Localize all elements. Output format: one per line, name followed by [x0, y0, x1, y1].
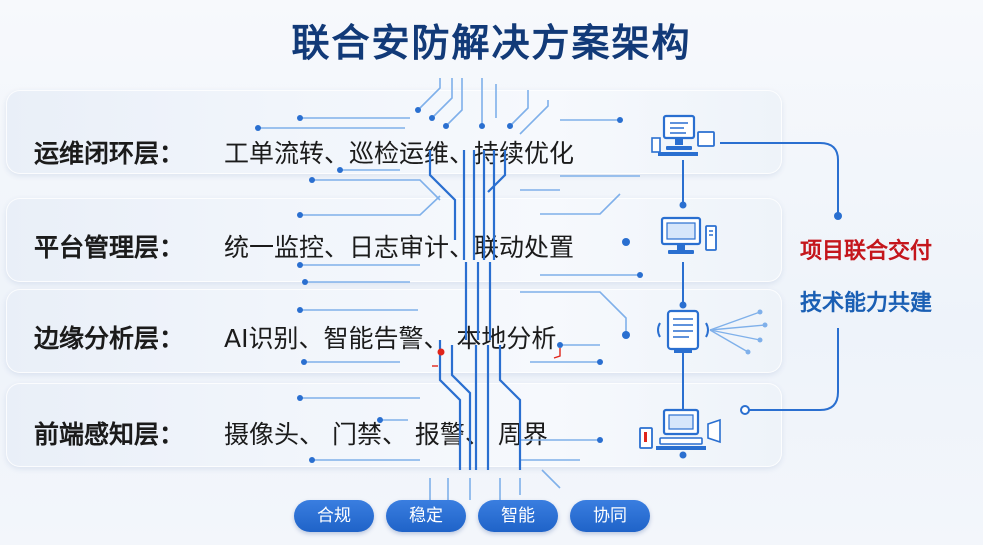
pill-stability: 稳定 — [386, 500, 466, 532]
edge-server-icon — [657, 309, 709, 353]
layer-panel-ops: 运维闭环层： 工单流转、巡检运维、持续优化 — [6, 90, 782, 174]
layer-name: 边缘分析层： — [34, 324, 185, 353]
layer-panel-platform: 平台管理层： 统一监控、日志审计、联动处置 — [6, 198, 782, 282]
layer-desc: 统一监控、日志审计、联动处置 — [224, 233, 575, 262]
layer-name: 运维闭环层： — [34, 139, 185, 168]
layer-panel-edge: 边缘分析层： AI识别、智能告警、 本地分析 — [6, 289, 782, 373]
pill-collaboration: 协同 — [570, 500, 650, 532]
pill-intelligence: 智能 — [478, 500, 558, 532]
camera-terminal-icon — [639, 408, 721, 450]
side-label-tech-capability: 技术能力共建 — [800, 291, 933, 316]
page-title: 联合安防解决方案架构 — [291, 21, 692, 65]
computer-workstation-icon — [651, 114, 715, 156]
pill-compliance: 合规 — [294, 500, 374, 532]
layer-name: 前端感知层： — [34, 420, 185, 449]
layer-panel-frontend: 前端感知层： 摄像头、 门禁、 报警、 周界 — [6, 383, 782, 467]
side-label-joint-delivery: 项目联合交付 — [800, 239, 933, 264]
layer-desc: 摄像头、 门禁、 报警、 周界 — [224, 420, 548, 449]
desktop-monitor-icon — [660, 216, 717, 254]
layer-name: 平台管理层： — [34, 233, 185, 262]
layer-desc: 工单流转、巡检运维、持续优化 — [224, 139, 575, 168]
